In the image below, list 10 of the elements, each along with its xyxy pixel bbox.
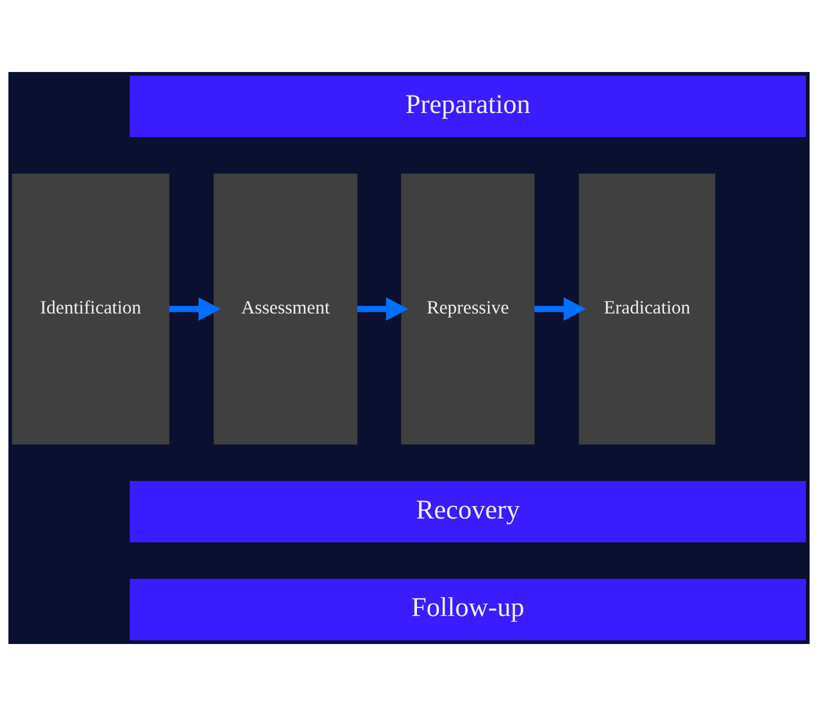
arrow: [357, 297, 408, 321]
node-box: Eradication: [578, 174, 716, 444]
node-box: Follow-up: [130, 578, 806, 640]
node-box: Assessment: [214, 174, 358, 444]
node-box: Preparation: [130, 76, 806, 138]
arrow: [534, 297, 586, 321]
arrow: [169, 297, 221, 321]
node-box: Repressive: [401, 174, 535, 444]
node-box: Recovery: [130, 480, 806, 542]
node-box: Identification: [12, 174, 170, 444]
